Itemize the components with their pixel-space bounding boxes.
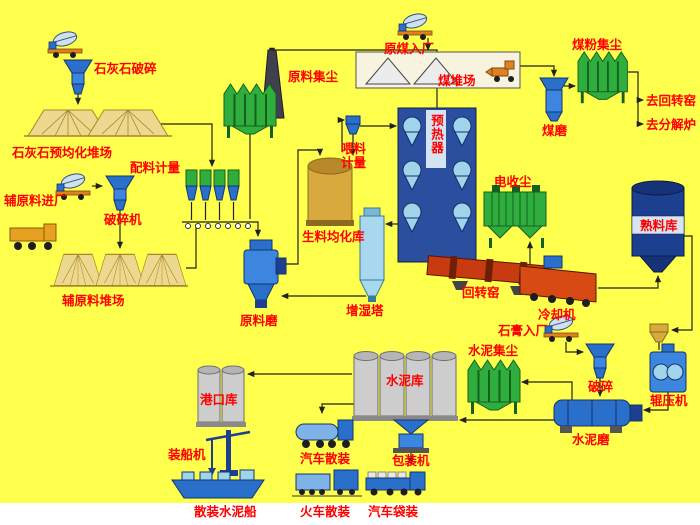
aux-crusher-equipment — [105, 175, 135, 211]
esp-equipment — [483, 185, 547, 248]
press-feed-hopper — [649, 323, 669, 343]
label-port-silo: 港口库 — [200, 393, 238, 407]
connector-lines — [74, 38, 693, 466]
label-cement-silo: 水泥库 — [386, 374, 424, 388]
dump-truck-icon — [9, 223, 57, 250]
label-truck-bulk: 汽车散装 — [300, 452, 351, 466]
label-aux-material-yard: 辅原料堆场 — [62, 294, 125, 308]
port-silo-equipment — [196, 365, 246, 427]
packing-machine-equipment — [392, 419, 430, 453]
label-clinker-silo: 熟料库 — [640, 219, 678, 233]
raw-dust-collector-equipment — [223, 83, 277, 139]
aux-material-yard-equipment — [50, 253, 188, 287]
limestone-crusher-equipment — [63, 59, 93, 95]
label-crusher-machine: 破碎机 — [104, 213, 142, 227]
label-ship-loader: 装船机 — [168, 448, 206, 462]
roller-press-equipment — [649, 343, 687, 393]
label-cement-mill: 水泥磨 — [572, 433, 610, 447]
label-raw-meal-silo: 生料均化库 — [302, 230, 365, 244]
label-packing-machine: 包装机 — [392, 454, 430, 468]
limestone-preblending-yard-equipment — [24, 109, 172, 137]
label-humidify-tower: 增湿塔 — [346, 304, 384, 318]
label-rotary-kiln: 回转窑 — [462, 286, 500, 300]
bag-truck-equipment — [365, 471, 426, 496]
label-limestone-preblending: 石灰石预均化堆场 — [12, 146, 113, 160]
coal-truck-icon — [397, 10, 433, 41]
label-raw-coal-in: 原煤入厂 — [384, 42, 435, 56]
label-aux-material-in: 辅原料进厂 — [4, 194, 67, 208]
footer-strip — [0, 503, 700, 525]
loader-icon — [485, 60, 515, 82]
ship-loader-equipment — [205, 430, 251, 476]
label-cooler: 冷却机 — [538, 308, 576, 322]
label-gypsum-in: 石膏入厂 — [498, 324, 549, 338]
label-roller-press: 辊压机 — [650, 394, 688, 408]
label-preheater: 预热器 — [429, 114, 443, 155]
cement-silo-equipment — [352, 351, 458, 421]
label-raw-dust-collect: 原料集尘 — [288, 70, 339, 84]
label-limestone-crushing: 石灰石破碎 — [94, 62, 157, 76]
label-truck-bag: 汽车袋装 — [368, 505, 419, 519]
clinker-silo-equipment — [631, 180, 685, 273]
conveyor-rollers — [185, 223, 251, 229]
humidify-tower-equipment — [359, 207, 385, 302]
cement-dust-collector-equipment — [467, 359, 521, 415]
batching-bins-equipment — [185, 169, 240, 201]
coal-dust-collector-equipment — [577, 50, 629, 105]
label-esp: 电收尘 — [494, 175, 532, 189]
label-train-bulk: 火车散装 — [300, 505, 351, 519]
raw-meal-silo-equipment — [306, 157, 354, 226]
label-crushing: 破碎 — [588, 380, 614, 394]
cooler-equipment — [519, 255, 597, 307]
train-equipment — [292, 469, 362, 497]
gypsum-crusher-equipment — [585, 343, 615, 379]
bulk-ship-equipment — [171, 469, 265, 499]
label-to-rotary-kiln: 去回转窑 — [646, 94, 697, 108]
label-bulk-cement-ship: 散装水泥船 — [194, 505, 257, 519]
label-coal-mill: 煤磨 — [542, 124, 568, 138]
bulk-truck-equipment — [295, 419, 354, 448]
coal-mill-equipment — [539, 77, 569, 122]
cement-mill-equipment — [553, 399, 643, 433]
label-feed-metering: 喂料计量 — [341, 142, 367, 170]
label-cement-dust-collect: 水泥集尘 — [468, 344, 519, 358]
limestone-truck-icon — [47, 28, 83, 59]
label-raw-mill: 原料磨 — [240, 314, 278, 328]
coal-yard-equipment — [355, 51, 521, 89]
label-coal-yard: 煤堆场 — [438, 74, 476, 88]
label-batching-metering: 配料计量 — [130, 161, 181, 175]
preheater-equipment — [397, 107, 477, 263]
label-to-calciner: 去分解炉 — [646, 118, 697, 132]
feed-metering-hopper — [345, 115, 361, 135]
raw-mill-equipment — [243, 239, 287, 308]
label-coal-dust-collect: 煤粉集尘 — [572, 38, 623, 52]
